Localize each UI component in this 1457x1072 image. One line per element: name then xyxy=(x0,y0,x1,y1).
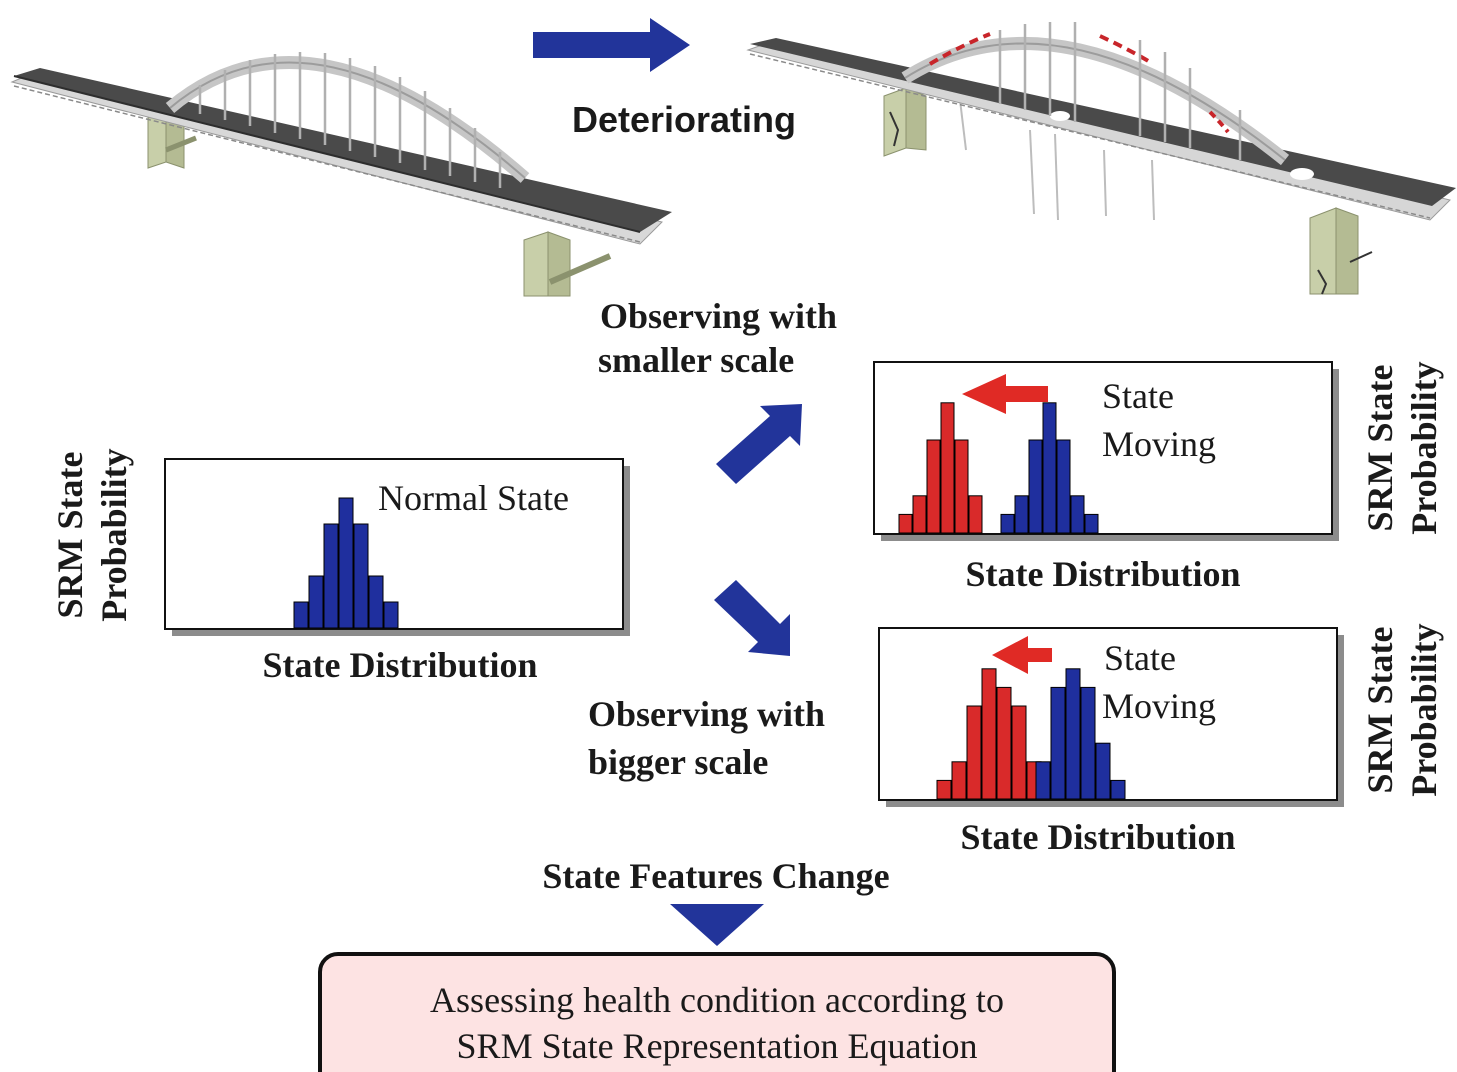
blue-histogram-bar xyxy=(1042,402,1057,534)
conclusion-text: SRM State Representation Equation xyxy=(457,1026,978,1066)
smaller-panel-xlabel: State Distribution xyxy=(965,554,1240,594)
normal-state-bars xyxy=(293,497,399,629)
bridge-pier xyxy=(523,231,612,297)
bridge-pier xyxy=(1309,207,1373,295)
state-moving-arrow xyxy=(962,374,1048,414)
blue-histogram-bar xyxy=(1056,439,1071,534)
smaller-panel-ylabel: Probability xyxy=(1404,361,1444,534)
bigger-panel-ylabel: Probability xyxy=(1404,623,1444,796)
smaller-panel-ylabel: SRM State xyxy=(1360,364,1400,531)
red-histogram-bar xyxy=(954,439,969,534)
red-histogram-bar xyxy=(951,761,967,800)
red-histogram-bar xyxy=(936,779,952,800)
lower-path-label: bigger scale xyxy=(588,742,768,782)
upper-diagonal-arrow xyxy=(716,404,802,484)
lower-path-label: Observing with xyxy=(588,694,825,734)
blue-histogram-bar xyxy=(308,575,324,629)
blue-histogram-bar xyxy=(1084,513,1099,534)
blue-histogram-bar xyxy=(1095,742,1111,800)
damaged-bridge-illustration xyxy=(746,22,1456,295)
bigger-scale-panel: State Moving xyxy=(878,627,1344,807)
blue-histogram-bar xyxy=(1070,495,1085,534)
blue-histogram-bar xyxy=(293,601,309,629)
bridge-pier xyxy=(883,87,927,157)
bigger-panel-ylabel: SRM State xyxy=(1360,626,1400,793)
blue-histogram-bar xyxy=(368,575,384,629)
healthy-bridge-illustration xyxy=(10,52,672,297)
conclusion-text: Assessing health condition according to xyxy=(430,980,1004,1020)
upper-path-label: Observing with xyxy=(600,296,837,336)
blue-histogram-bar xyxy=(1080,686,1096,800)
bigger-scale-bars xyxy=(936,668,1126,800)
normal-panel-xlabel: State Distribution xyxy=(262,645,537,685)
state-moving-annotation: Moving xyxy=(1102,686,1216,726)
red-histogram-bar xyxy=(912,495,927,534)
lower-diagonal-arrow xyxy=(714,580,790,656)
blue-histogram-bar xyxy=(1028,439,1043,534)
red-histogram-bar xyxy=(898,513,913,534)
deteriorating-arrow xyxy=(533,18,690,72)
red-histogram-bar xyxy=(1011,705,1027,800)
state-moving-annotation: State xyxy=(1102,376,1174,416)
blue-histogram-bar xyxy=(1014,495,1029,534)
red-histogram-bar xyxy=(968,495,983,534)
down-triangle-arrow xyxy=(670,904,764,946)
smaller-scale-bars xyxy=(898,402,1099,534)
blue-histogram-bar xyxy=(1000,513,1015,534)
red-histogram-bar xyxy=(981,668,997,800)
blue-histogram-bar xyxy=(383,601,399,629)
red-histogram-bar xyxy=(996,686,1012,800)
deteriorating-label: Deteriorating xyxy=(572,99,796,140)
normal-panel-ylabel: Probability xyxy=(94,448,134,621)
blue-histogram-bar xyxy=(323,523,339,629)
state-moving-annotation: State xyxy=(1104,638,1176,678)
blue-histogram-bar xyxy=(1110,779,1126,800)
red-histogram-bar xyxy=(940,402,955,534)
normal-state-annotation: Normal State xyxy=(378,478,569,518)
state-moving-arrow xyxy=(992,636,1052,674)
blue-histogram-bar xyxy=(1050,686,1066,800)
upper-path-label: smaller scale xyxy=(598,340,794,380)
blue-histogram-bar xyxy=(1035,761,1051,800)
blue-histogram-bar xyxy=(338,497,354,629)
smaller-scale-panel: State Moving xyxy=(873,361,1339,541)
conclusion-box: Assessing health condition according to … xyxy=(318,952,1116,1072)
state-features-change-label: State Features Change xyxy=(542,856,889,896)
bridge-pier xyxy=(147,111,197,169)
bigger-panel-xlabel: State Distribution xyxy=(960,817,1235,857)
red-histogram-bar xyxy=(926,439,941,534)
blue-histogram-bar xyxy=(353,523,369,629)
red-histogram-bar xyxy=(966,705,982,800)
normal-state-panel: Normal State xyxy=(164,458,630,636)
state-moving-annotation: Moving xyxy=(1102,424,1216,464)
normal-panel-ylabel: SRM State xyxy=(50,451,90,618)
blue-histogram-bar xyxy=(1065,668,1081,800)
